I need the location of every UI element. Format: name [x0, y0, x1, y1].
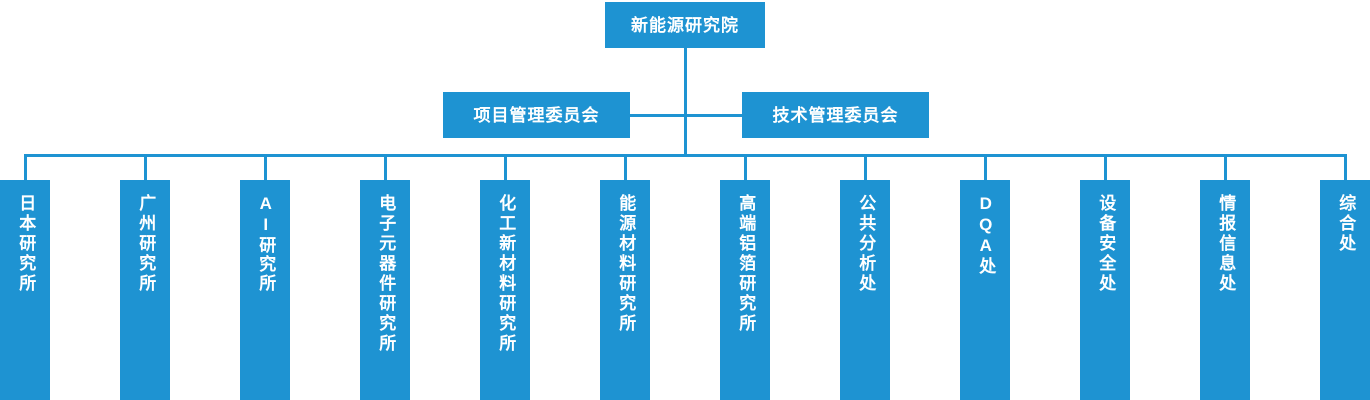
node-department-2[interactable]: AI研究所 — [240, 180, 290, 400]
node-department-10-label: 情报信息处 — [1216, 194, 1236, 294]
node-department-6-label: 高端铝箔研究所 — [736, 194, 756, 334]
connector-stem-2 — [264, 154, 267, 180]
node-root[interactable]: 新能源研究院 — [605, 2, 765, 48]
connector-department-bus — [24, 154, 1346, 157]
node-department-2-label: AI研究所 — [256, 194, 276, 293]
connector-committee-bar — [630, 114, 742, 117]
node-department-8-label: DQA处 — [976, 194, 996, 276]
node-department-9[interactable]: 设备安全处 — [1080, 180, 1130, 400]
node-department-3[interactable]: 电子元器件研究所 — [360, 180, 410, 400]
connector-stem-5 — [624, 154, 627, 180]
connector-stem-7 — [864, 154, 867, 180]
node-department-3-label: 电子元器件研究所 — [376, 194, 396, 354]
node-committee-0[interactable]: 项目管理委员会 — [443, 92, 630, 138]
node-committee-1[interactable]: 技术管理委员会 — [742, 92, 929, 138]
node-committee-0-label: 项目管理委员会 — [473, 105, 600, 125]
node-department-5-label: 能源材料研究所 — [616, 194, 636, 334]
connector-root-trunk — [684, 48, 687, 155]
node-department-1[interactable]: 广州研究所 — [120, 180, 170, 400]
node-department-0[interactable]: 日本研究所 — [0, 180, 50, 400]
node-department-5[interactable]: 能源材料研究所 — [600, 180, 650, 400]
node-department-0-label: 日本研究所 — [16, 194, 36, 294]
connector-stem-6 — [744, 154, 747, 180]
node-department-4-label: 化工新材料研究所 — [496, 194, 516, 354]
connector-stem-10 — [1224, 154, 1227, 180]
connector-stem-3 — [384, 154, 387, 180]
node-department-11-label: 综合处 — [1336, 194, 1356, 254]
connector-stem-11 — [1344, 154, 1347, 180]
node-department-10[interactable]: 情报信息处 — [1200, 180, 1250, 400]
node-root-label: 新能源研究院 — [631, 15, 739, 35]
node-committee-1-label: 技术管理委员会 — [772, 105, 899, 125]
node-department-9-label: 设备安全处 — [1096, 194, 1116, 294]
node-department-7[interactable]: 公共分析处 — [840, 180, 890, 400]
connector-stem-4 — [504, 154, 507, 180]
node-department-11[interactable]: 综合处 — [1320, 180, 1370, 400]
node-department-7-label: 公共分析处 — [856, 194, 876, 294]
connector-stem-8 — [984, 154, 987, 180]
node-department-6[interactable]: 高端铝箔研究所 — [720, 180, 770, 400]
node-department-4[interactable]: 化工新材料研究所 — [480, 180, 530, 400]
connector-stem-0 — [24, 154, 27, 180]
node-department-1-label: 广州研究所 — [136, 194, 156, 294]
connector-stem-1 — [144, 154, 147, 180]
node-department-8[interactable]: DQA处 — [960, 180, 1010, 400]
connector-stem-9 — [1104, 154, 1107, 180]
